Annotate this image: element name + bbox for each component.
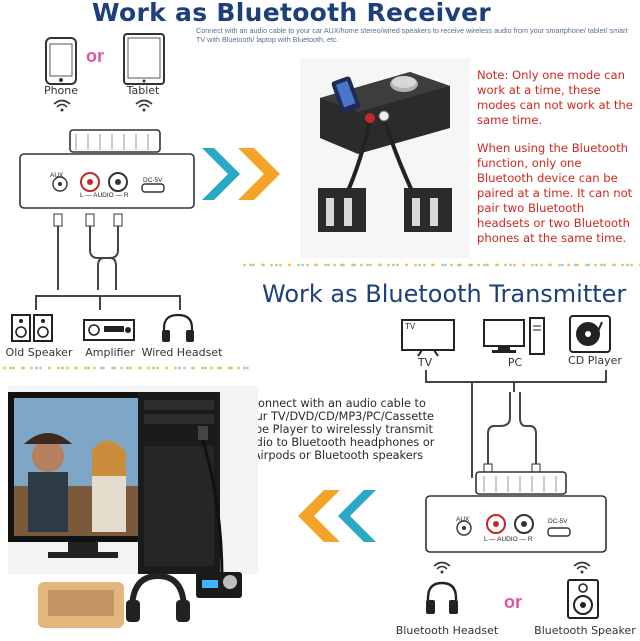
transmitter-device-diagram [425,471,607,553]
transmitter-dc-port-label: DC-5V [548,518,568,525]
phone-label: Phone [43,84,79,97]
tablet-icon [123,33,165,85]
receiver-cables [35,213,181,310]
separator [0,365,250,371]
tv-icon [401,319,455,357]
bluetooth-headset-label: Bluetooth Headset [395,624,499,637]
source-label-tv: TV [417,356,433,369]
receiver-photo [300,58,470,258]
receiver-device-diagram [19,129,195,209]
output-label-old-speaker: Old Speaker [5,346,73,359]
bluetooth-headset-icon [426,581,458,614]
receiver-or: or [86,46,104,66]
pc-icon [483,317,545,355]
transmitter-or: or [504,592,522,612]
output-label-amplifier: Amplifier [85,346,135,359]
wifi-icon [433,561,451,574]
receiver-dc-port-label: DC-5V [143,177,163,184]
cd-player-icon [569,315,611,353]
tv-icon-text: TV [405,322,416,331]
bluetooth-speaker-icon [567,579,599,619]
receiver-aux-port-label: AUX [50,172,64,179]
note-paragraph-1: Note: Only one mode can work at a time, … [477,68,633,127]
wifi-icon [135,99,153,112]
transmitter-audio-port-label: L — AUDIO — R [484,536,533,543]
source-label-cd-player: CD Player [568,354,622,367]
wifi-icon [53,99,71,112]
output-label-wired-headset: Wired Headset [141,346,223,359]
receiver-subtitle: Connect with an audio cable to your car … [196,26,628,44]
note-text: Note: Only one mode can work at a time, … [477,68,639,259]
receiver-title: Work as Bluetooth Receiver [92,0,492,27]
bluetooth-speaker-label: Bluetooth Speaker [534,624,636,637]
transmitter-photo [8,386,258,640]
note-paragraph-2: When using the Bluetooth function, only … [477,141,633,245]
separator [240,262,640,268]
amplifier-icon [83,319,135,341]
receiver-audio-port-label: L — AUDIO — R [80,192,129,199]
transmitter-aux-port-label: AUX [456,516,470,523]
transmitter-cables [425,370,607,479]
phone-icon [45,37,77,85]
arrow-right-icon [202,148,280,200]
speaker-icon [11,314,53,342]
wifi-icon [573,561,591,574]
transmitter-description: Connect with an audio cable to your TV/D… [241,397,435,462]
tablet-label: Tablet [126,84,160,97]
arrow-left-icon [298,490,376,542]
headphones-icon [162,313,194,342]
source-label-pc: PC [507,356,523,369]
transmitter-title: Work as Bluetooth Transmitter [262,280,627,308]
